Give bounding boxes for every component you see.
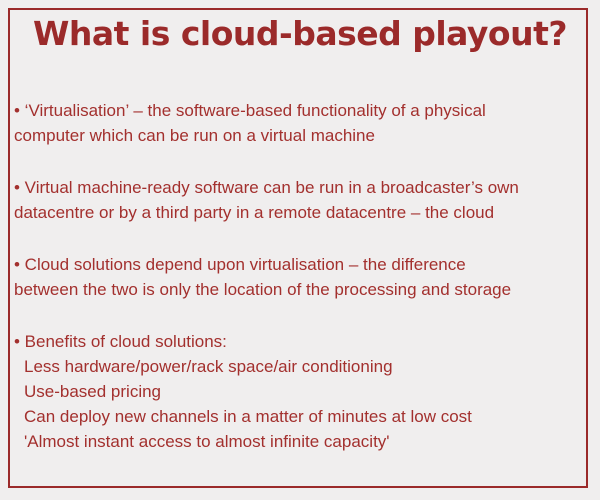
bullet-line: computer which can be run on a virtual m… (14, 126, 375, 145)
bullet-line: datacentre or by a third party in a remo… (14, 203, 495, 222)
benefits-list: Less hardware/power/rack space/air condi… (14, 354, 586, 454)
bullet-vm-ready-software: • Virtual machine-ready software can be … (14, 175, 586, 225)
benefit-item: 'Almost instant access to almost infinit… (24, 432, 390, 451)
bullet-line: • ‘Virtualisation’ – the software-based … (14, 101, 486, 120)
bullet-line: • Cloud solutions depend upon virtualisa… (14, 255, 466, 274)
bullet-cloud-solutions: • Cloud solutions depend upon virtualisa… (14, 252, 586, 302)
bullet-virtualisation: • ‘Virtualisation’ – the software-based … (14, 98, 586, 148)
bullet-line: • Benefits of cloud solutions: (14, 332, 227, 351)
benefit-item: Can deploy new channels in a matter of m… (24, 407, 472, 426)
bullet-benefits: • Benefits of cloud solutions: Less hard… (14, 329, 586, 454)
benefit-item: Less hardware/power/rack space/air condi… (24, 357, 393, 376)
benefit-item: Use-based pricing (24, 382, 162, 401)
bullet-line: • Virtual machine-ready software can be … (14, 178, 519, 197)
slide-frame (8, 8, 588, 488)
slide-title: What is cloud-based playout? (32, 14, 568, 53)
bullet-line: between the two is only the location of … (14, 280, 512, 299)
bullet-list: • ‘Virtualisation’ – the software-based … (14, 98, 586, 481)
